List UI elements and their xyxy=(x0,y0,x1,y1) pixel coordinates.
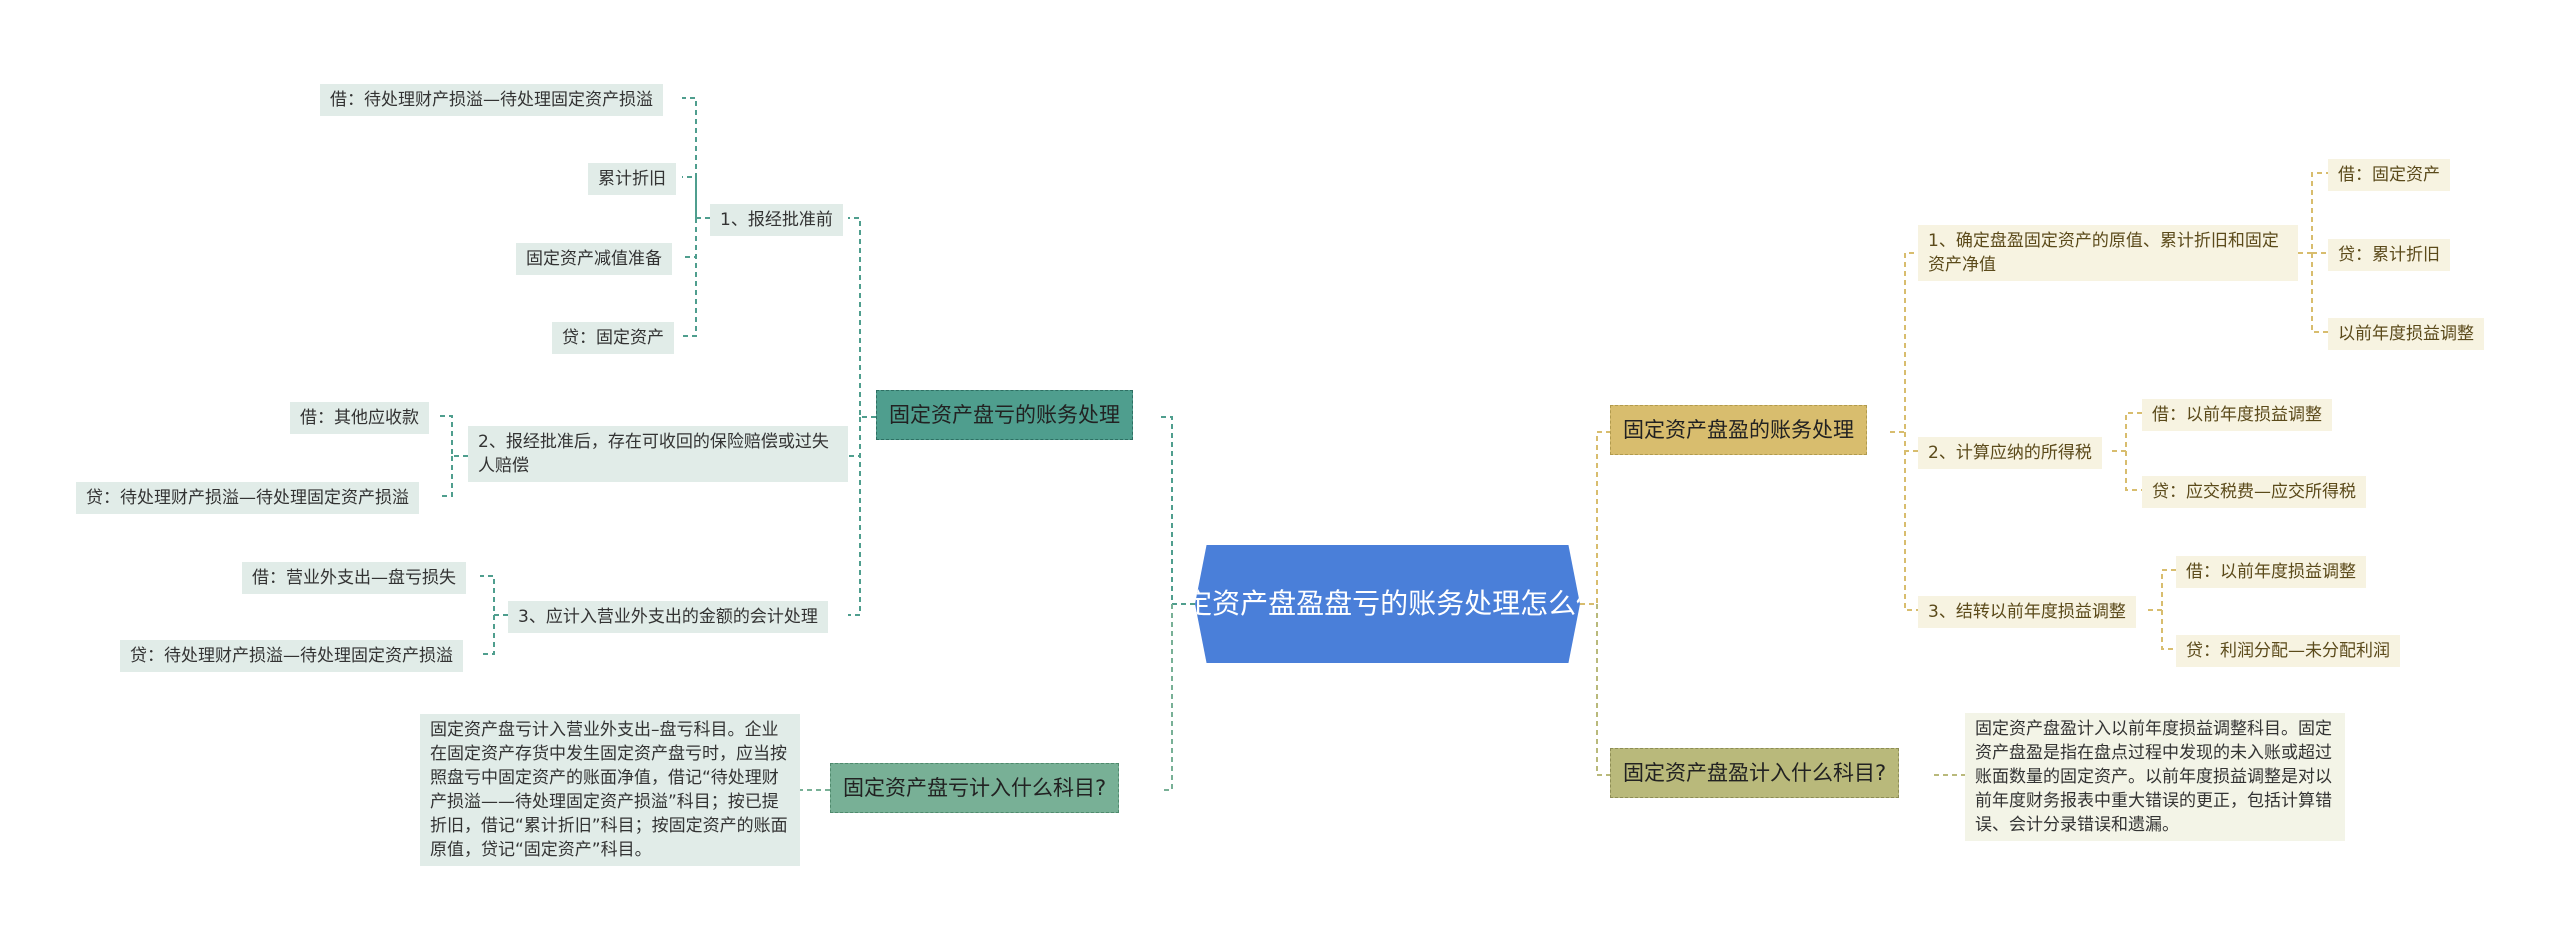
gain-sub2[interactable]: 2、计算应纳的所得税 xyxy=(1918,437,2102,469)
loss-sub1-item-3[interactable]: 固定资产减值准备 xyxy=(516,243,672,275)
gain-sub3-item-2-label: 贷：利润分配—未分配利润 xyxy=(2186,641,2390,661)
loss-sub1-item-3-label: 固定资产减值准备 xyxy=(526,249,662,269)
loss-sub1-item-1-label: 借：待处理财产损溢—待处理固定资产损溢 xyxy=(330,90,653,110)
gain-subject-note-text: 固定资产盘盈计入以前年度损益调整科目。固定资产盘盈是指在盘点过程中发现的未入账或… xyxy=(1975,719,2332,835)
loss-subject-note-text: 固定资产盘亏计入营业外支出–盘亏科目。企业在固定资产存货中发生固定资产盘亏时，应… xyxy=(430,720,788,860)
loss-sub3-item-1-label: 借：营业外支出—盘亏损失 xyxy=(252,568,456,588)
loss-sub1-item-2-label: 累计折旧 xyxy=(598,169,666,189)
branch-gain-subject-label: 固定资产盘盈计入什么科目? xyxy=(1623,761,1887,785)
branch-gain-accounting-label: 固定资产盘盈的账务处理 xyxy=(1623,418,1854,442)
gain-sub3-item-1-label: 借：以前年度损益调整 xyxy=(2186,562,2356,582)
gain-sub2-item-1-label: 借：以前年度损益调整 xyxy=(2152,405,2322,425)
loss-sub2-item-1[interactable]: 借：其他应收款 xyxy=(290,402,429,434)
gain-sub2-item-2-label: 贷：应交税费—应交所得税 xyxy=(2152,482,2356,502)
loss-sub1[interactable]: 1、报经批准前 xyxy=(710,204,843,236)
loss-sub1-label: 1、报经批准前 xyxy=(720,210,833,230)
gain-sub3-item-1[interactable]: 借：以前年度损益调整 xyxy=(2176,556,2366,588)
branch-gain-subject[interactable]: 固定资产盘盈计入什么科目? xyxy=(1610,748,1900,798)
loss-sub3-label: 3、应计入营业外支出的金额的会计处理 xyxy=(518,607,818,627)
branch-loss-accounting[interactable]: 固定资产盘亏的账务处理 xyxy=(876,390,1133,440)
gain-sub1-item-1[interactable]: 借：固定资产 xyxy=(2328,159,2450,191)
loss-sub3-item-2-label: 贷：待处理财产损溢—待处理固定资产损溢 xyxy=(130,646,453,666)
loss-sub2-item-2[interactable]: 贷：待处理财产损溢—待处理固定资产损溢 xyxy=(76,482,419,514)
loss-sub2-label: 2、报经批准后，存在可收回的保险赔偿或过失人赔偿 xyxy=(478,432,829,476)
gain-sub1[interactable]: 1、确定盘盈固定资产的原值、累计折旧和固定资产净值 xyxy=(1918,225,2298,281)
loss-sub2-item-1-label: 借：其他应收款 xyxy=(300,408,419,428)
gain-subject-note[interactable]: 固定资产盘盈计入以前年度损益调整科目。固定资产盘盈是指在盘点过程中发现的未入账或… xyxy=(1965,713,2345,841)
loss-sub3[interactable]: 3、应计入营业外支出的金额的会计处理 xyxy=(508,601,828,633)
gain-sub3[interactable]: 3、结转以前年度损益调整 xyxy=(1918,596,2136,628)
loss-subject-note[interactable]: 固定资产盘亏计入营业外支出–盘亏科目。企业在固定资产存货中发生固定资产盘亏时，应… xyxy=(420,714,800,866)
loss-sub3-item-2[interactable]: 贷：待处理财产损溢—待处理固定资产损溢 xyxy=(120,640,463,672)
loss-sub1-item-1[interactable]: 借：待处理财产损溢—待处理固定资产损溢 xyxy=(320,84,663,116)
loss-sub1-item-4-label: 贷：固定资产 xyxy=(562,328,664,348)
gain-sub3-label: 3、结转以前年度损益调整 xyxy=(1928,602,2126,622)
branch-loss-accounting-label: 固定资产盘亏的账务处理 xyxy=(889,403,1120,427)
loss-sub1-item-2[interactable]: 累计折旧 xyxy=(588,163,676,195)
branch-loss-subject[interactable]: 固定资产盘亏计入什么科目? xyxy=(830,763,1120,813)
gain-sub2-label: 2、计算应纳的所得税 xyxy=(1928,443,2092,463)
loss-sub3-item-1[interactable]: 借：营业外支出—盘亏损失 xyxy=(242,562,466,594)
gain-sub1-item-2[interactable]: 贷：累计折旧 xyxy=(2328,239,2450,271)
gain-sub1-item-3[interactable]: 以前年度损益调整 xyxy=(2328,318,2484,350)
branch-loss-subject-label: 固定资产盘亏计入什么科目? xyxy=(843,776,1107,800)
gain-sub1-label: 1、确定盘盈固定资产的原值、累计折旧和固定资产净值 xyxy=(1928,231,2279,275)
central-topic[interactable]: 固定资产盘盈盘亏的账务处理怎么做? xyxy=(1195,545,1580,663)
central-topic-label: 固定资产盘盈盘亏的账务处理怎么做? xyxy=(1156,587,1619,620)
loss-sub1-item-4[interactable]: 贷：固定资产 xyxy=(552,322,674,354)
branch-gain-accounting[interactable]: 固定资产盘盈的账务处理 xyxy=(1610,405,1867,455)
gain-sub1-item-3-label: 以前年度损益调整 xyxy=(2338,324,2474,344)
gain-sub2-item-1[interactable]: 借：以前年度损益调整 xyxy=(2142,399,2332,431)
loss-sub2[interactable]: 2、报经批准后，存在可收回的保险赔偿或过失人赔偿 xyxy=(468,426,848,482)
gain-sub1-item-2-label: 贷：累计折旧 xyxy=(2338,245,2440,265)
loss-sub2-item-2-label: 贷：待处理财产损溢—待处理固定资产损溢 xyxy=(86,488,409,508)
gain-sub2-item-2[interactable]: 贷：应交税费—应交所得税 xyxy=(2142,476,2366,508)
gain-sub3-item-2[interactable]: 贷：利润分配—未分配利润 xyxy=(2176,635,2400,667)
gain-sub1-item-1-label: 借：固定资产 xyxy=(2338,165,2440,185)
